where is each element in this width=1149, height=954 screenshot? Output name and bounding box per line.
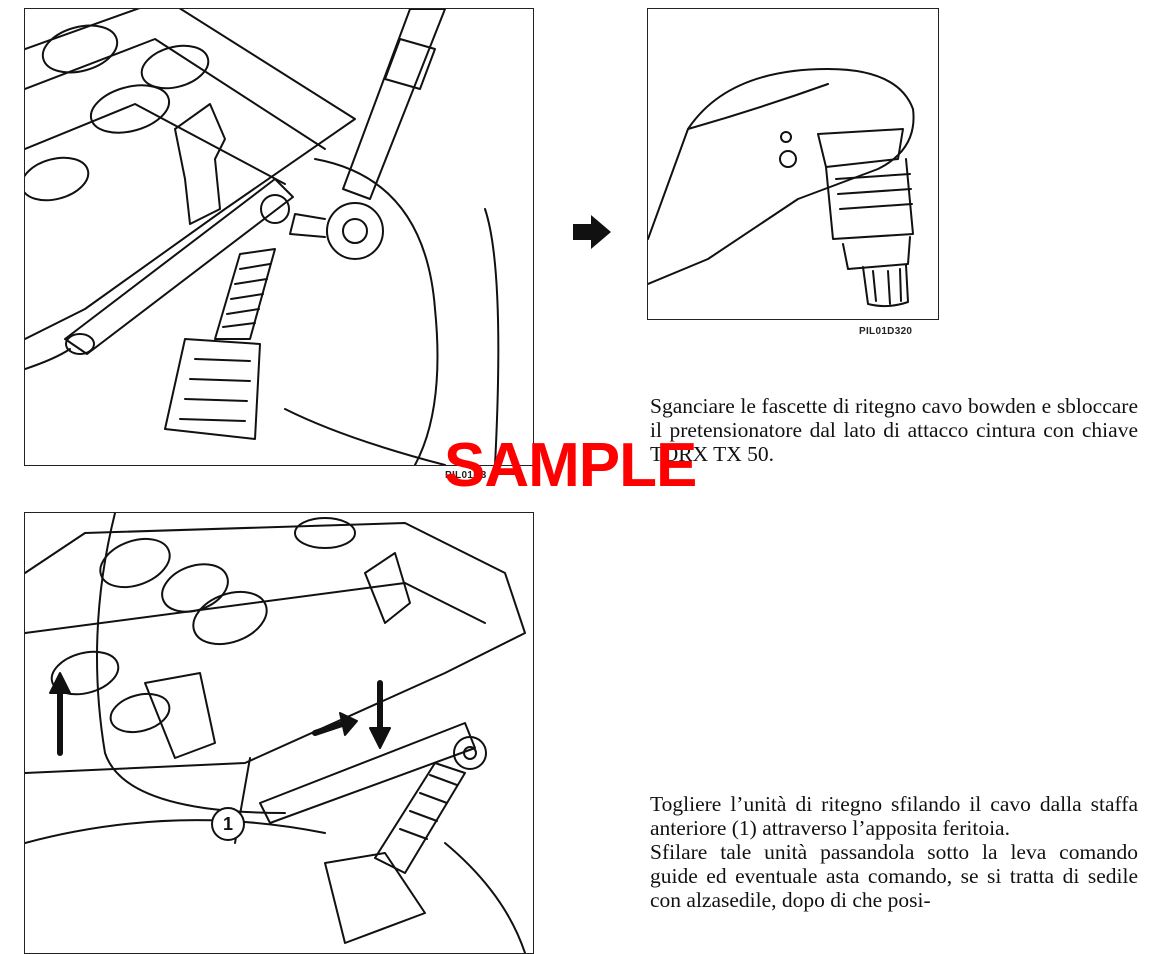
figure-torx-bit-detail <box>647 8 939 320</box>
instruction-step-1-text: Sganciare le fascette di ritegno cavo bo… <box>650 394 1138 466</box>
arrow-right-icon <box>573 215 611 249</box>
figure-seat-pretensioner-ratchet <box>24 8 534 466</box>
callout-1: 1 <box>211 807 245 841</box>
instruction-step-2: Togliere l’unità di ritegno sfilando il … <box>650 792 1138 912</box>
instruction-step-1: Sganciare le fascette di ritegno cavo bo… <box>650 394 1138 466</box>
figure-code-top-right: PIL01D320 <box>859 326 913 337</box>
figure-code-top-left: PIL01D3 <box>445 470 487 481</box>
instruction-step-2-text-b: Sfilare tale unità passandola sotto la l… <box>650 840 1138 912</box>
instruction-step-2-text-a: Togliere l’unità di ritegno sfilando il … <box>650 792 1138 840</box>
callout-1-label: 1 <box>222 813 233 834</box>
sample-watermark: SAMPLE <box>444 431 697 500</box>
figure-remove-retaining-unit: 1 <box>24 512 534 954</box>
